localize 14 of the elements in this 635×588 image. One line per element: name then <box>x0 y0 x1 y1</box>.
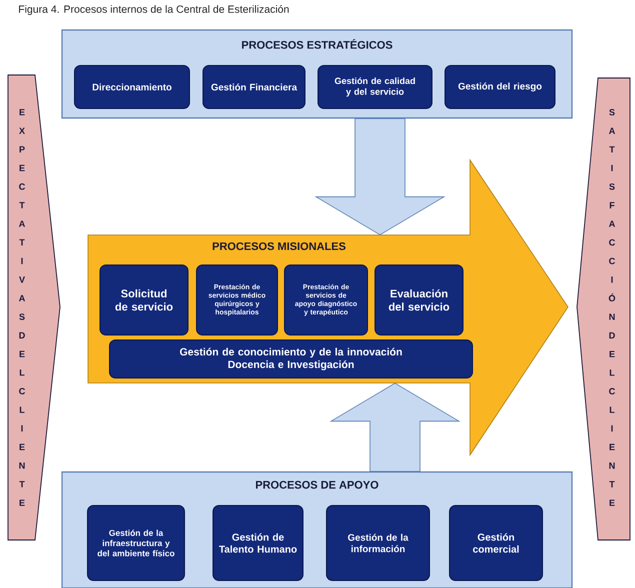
process-box: Gestión de la información <box>326 505 430 581</box>
process-box: Gestión Financiera <box>202 65 306 109</box>
process-box: Direccionamiento <box>74 65 190 109</box>
process-box: Gestión de calidad y del servicio <box>318 65 432 109</box>
process-box: Gestión de Talento Humano <box>212 505 304 581</box>
process-box: Gestión del riesgo <box>444 65 556 109</box>
block-arrow <box>330 382 460 472</box>
process-box: Evaluación del servicio <box>374 264 464 336</box>
process-box: Gestión comercial <box>449 505 543 581</box>
figure-title: Figura 4. Procesos internos de la Central de Esterilización <box>19 5 289 15</box>
process-box: Gestión de la infraestructura y del ambiente físico <box>87 505 185 581</box>
process-box: Gestión de conocimiento y de la innovación Docencia e Investigación <box>109 340 473 378</box>
process-box: Solicitud de servicio <box>100 264 188 336</box>
block-arrow <box>314 118 446 236</box>
